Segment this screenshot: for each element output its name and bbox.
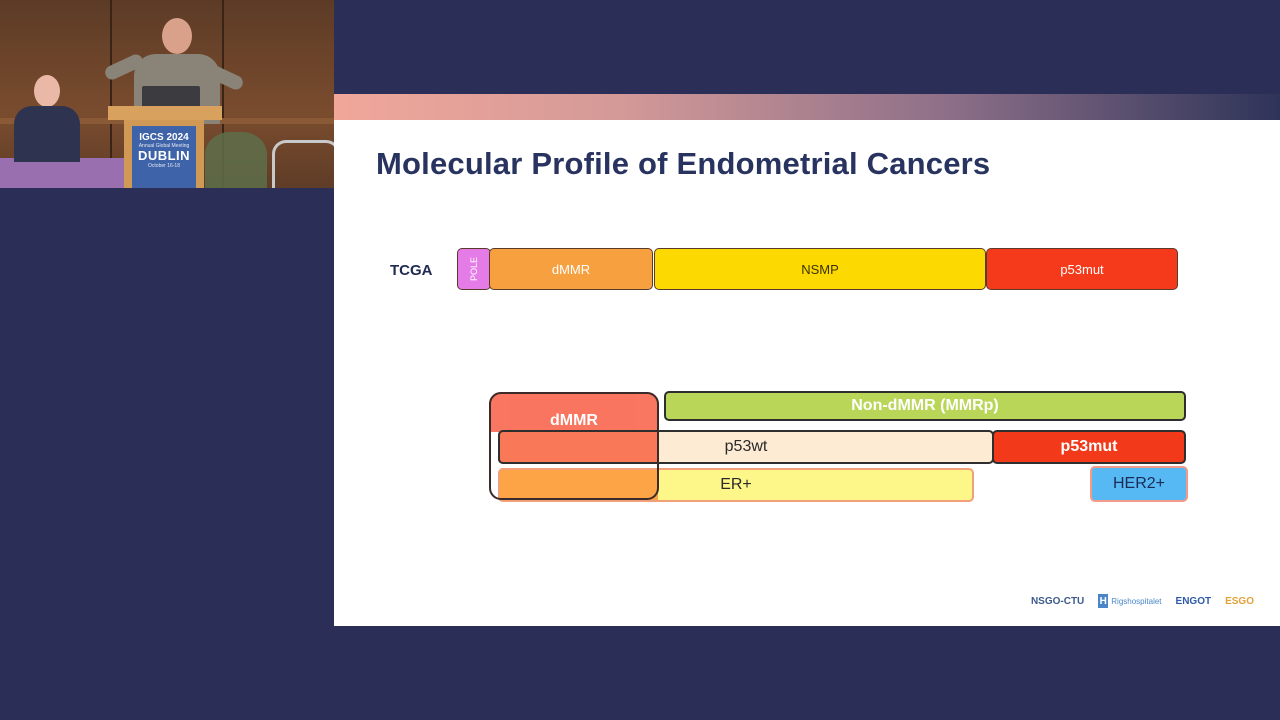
p53mut-label: p53mut	[1060, 438, 1118, 455]
nsgo-logo: NSGO-CTU	[1031, 596, 1084, 607]
speaker-video: IGCS 2024 Annual Global Meeting DUBLIN O…	[0, 0, 334, 188]
tcga-dmmr-label: dMMR	[551, 261, 591, 277]
tcga-dmmr-segment: dMMR	[489, 248, 653, 290]
nsgo-logo-text: NSGO-CTU	[1030, 595, 1085, 607]
slide-title: Molecular Profile of Endometrial Cancers	[376, 146, 991, 181]
podium-subtitle: Annual Global Meeting	[138, 143, 190, 149]
tcga-pole-segment: POLE	[457, 248, 491, 290]
podium-city: DUBLIN	[137, 148, 191, 163]
esgo-logo: ESGO	[1225, 596, 1254, 607]
p53wt-label: p53wt	[724, 438, 768, 455]
hospital-logo-text: Rigshospitalet	[1111, 596, 1162, 606]
dmmr-er-overlap	[498, 468, 658, 502]
p53mut-bar: p53mut	[992, 430, 1186, 464]
engot-logo-text: ENGOT	[1175, 595, 1212, 607]
her2-label: HER2+	[1112, 475, 1166, 492]
stair-rail	[272, 140, 334, 188]
tcga-p53mut-label: p53mut	[1060, 261, 1104, 277]
seated-panelist	[12, 70, 82, 162]
dmmr-box-outline	[489, 392, 659, 500]
dmmr-box-top: dMMR	[489, 392, 659, 432]
her2-bar: HER2+	[1090, 466, 1188, 502]
slide-header-bar	[334, 94, 1280, 120]
podium-dates: October 16-18	[148, 163, 180, 169]
hospital-h-icon: H	[1098, 594, 1109, 608]
panel-table	[0, 158, 130, 188]
tcga-label: TCGA	[390, 262, 433, 279]
non-dmmr-label: Non-dMMR (MMRp)	[851, 397, 999, 414]
tcga-nsmp-segment: NSMP	[654, 248, 986, 290]
podium-sign: IGCS 2024 Annual Global Meeting DUBLIN O…	[132, 126, 196, 188]
dmmr-p53wt-overlap	[498, 430, 658, 464]
presentation-slide: Molecular Profile of Endometrial Cancers…	[334, 94, 1280, 626]
dmmr-box-label: dMMR	[550, 412, 598, 429]
esgo-logo-text: ESGO	[1225, 595, 1254, 607]
er-label: ER+	[720, 476, 752, 493]
tcga-p53mut-segment: p53mut	[986, 248, 1178, 290]
tcga-pole-label: POLE	[468, 256, 479, 282]
non-dmmr-bar: Non-dMMR (MMRp)	[664, 391, 1186, 421]
podium-event: IGCS 2024	[139, 132, 189, 143]
podium-top	[108, 106, 222, 120]
plant	[205, 132, 267, 188]
engot-logo: ENGOT	[1176, 596, 1212, 607]
tcga-nsmp-label: NSMP	[801, 261, 839, 277]
laptop	[142, 86, 200, 108]
